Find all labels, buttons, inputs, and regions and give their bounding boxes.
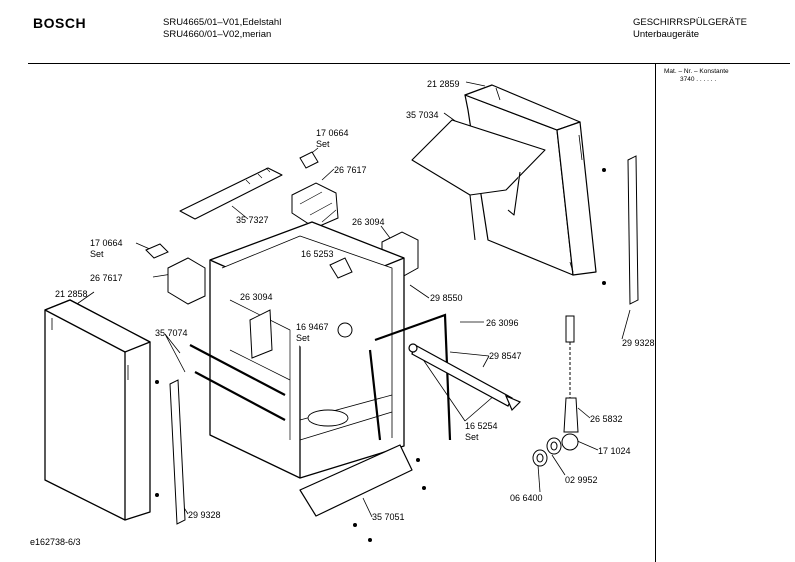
leader-299328-right bbox=[621, 309, 631, 340]
part-label: 26 3096 bbox=[486, 318, 519, 328]
part-label: 26 7617 bbox=[90, 273, 123, 283]
part-label: 16 9467 bbox=[296, 322, 329, 332]
part-label: 17 0664 bbox=[90, 238, 123, 248]
part-label: 35 7074 bbox=[155, 328, 188, 338]
part-label: 06 6400 bbox=[510, 493, 543, 503]
part-label: 29 8550 bbox=[430, 293, 463, 303]
leader-357327 bbox=[231, 205, 249, 220]
leader-165254 bbox=[419, 354, 496, 422]
mat-value: 3740 . . . . . . bbox=[680, 76, 717, 83]
part-label: 29 8547 bbox=[489, 351, 522, 361]
document-id: e162738-6/3 bbox=[30, 537, 81, 547]
part-label: Set bbox=[465, 432, 479, 442]
part-label: 17 0664 bbox=[316, 128, 349, 138]
part-label: 26 5832 bbox=[590, 414, 623, 424]
leader-265832 bbox=[577, 407, 591, 419]
part-label: 35 7034 bbox=[406, 110, 439, 120]
model-line-1: SRU4665/01–V01,Edelstahl bbox=[163, 17, 282, 28]
part-label: 16 5253 bbox=[301, 249, 334, 259]
right-trim-strip bbox=[627, 155, 639, 305]
category-line-2: Unterbaugeräte bbox=[633, 29, 700, 40]
clip-top bbox=[299, 151, 319, 169]
part-label: 17 1024 bbox=[598, 446, 631, 456]
leader-029952 bbox=[551, 454, 566, 476]
model-line-2: SRU4660/01–V02,merian bbox=[163, 29, 272, 40]
part-label: 29 9328 bbox=[188, 510, 221, 520]
leader-298550 bbox=[409, 284, 430, 299]
part-label: Set bbox=[296, 333, 310, 343]
clip-left bbox=[145, 243, 169, 259]
part-label: 26 7617 bbox=[334, 165, 367, 175]
part-label: 29 9328 bbox=[622, 338, 655, 348]
leader-357074 bbox=[164, 333, 186, 373]
part-label: 35 7327 bbox=[236, 215, 269, 225]
leader-357051 bbox=[362, 497, 373, 518]
front-kick-plate bbox=[299, 444, 413, 517]
sidebar-divider bbox=[655, 63, 656, 562]
part-label: 35 7051 bbox=[372, 512, 405, 522]
tub-body bbox=[209, 221, 405, 479]
leader-298547 bbox=[449, 351, 490, 368]
part-label: 21 2858 bbox=[55, 289, 88, 299]
part-label: Set bbox=[316, 139, 330, 149]
screws bbox=[155, 168, 606, 542]
center-fittings bbox=[249, 257, 353, 359]
leader-263094-right bbox=[380, 225, 391, 239]
leader-267617-top bbox=[321, 168, 335, 181]
part-label: 21 2859 bbox=[427, 79, 460, 89]
gasket-rings bbox=[532, 437, 562, 467]
leader-212859 bbox=[465, 81, 486, 87]
part-label: 16 5254 bbox=[465, 421, 498, 431]
left-side-panel bbox=[44, 299, 151, 521]
category-line-1: GESCHIRRSPÜLGERÄTE bbox=[633, 17, 748, 28]
part-label: 26 3094 bbox=[240, 292, 273, 302]
part-label: Set bbox=[90, 249, 104, 259]
right-side-panel bbox=[464, 84, 597, 276]
left-trim-strip bbox=[169, 379, 186, 525]
leader-171024 bbox=[574, 439, 599, 451]
brand-logo-text: BOSCH bbox=[33, 15, 87, 31]
drain-hose-assembly bbox=[561, 315, 579, 451]
mat-label: Mat. – Nr. – Konstante bbox=[664, 68, 729, 75]
spray-arm bbox=[408, 343, 522, 412]
upper-basket-rail bbox=[411, 119, 546, 241]
part-label: 26 3094 bbox=[352, 217, 385, 227]
leader-066400 bbox=[537, 464, 541, 493]
top-cover-strip bbox=[179, 167, 283, 220]
part-label: 02 9952 bbox=[565, 475, 598, 485]
tub-rails bbox=[189, 313, 452, 441]
header-divider bbox=[28, 63, 790, 64]
bracket-left bbox=[167, 257, 206, 305]
bracket-top bbox=[291, 182, 339, 229]
